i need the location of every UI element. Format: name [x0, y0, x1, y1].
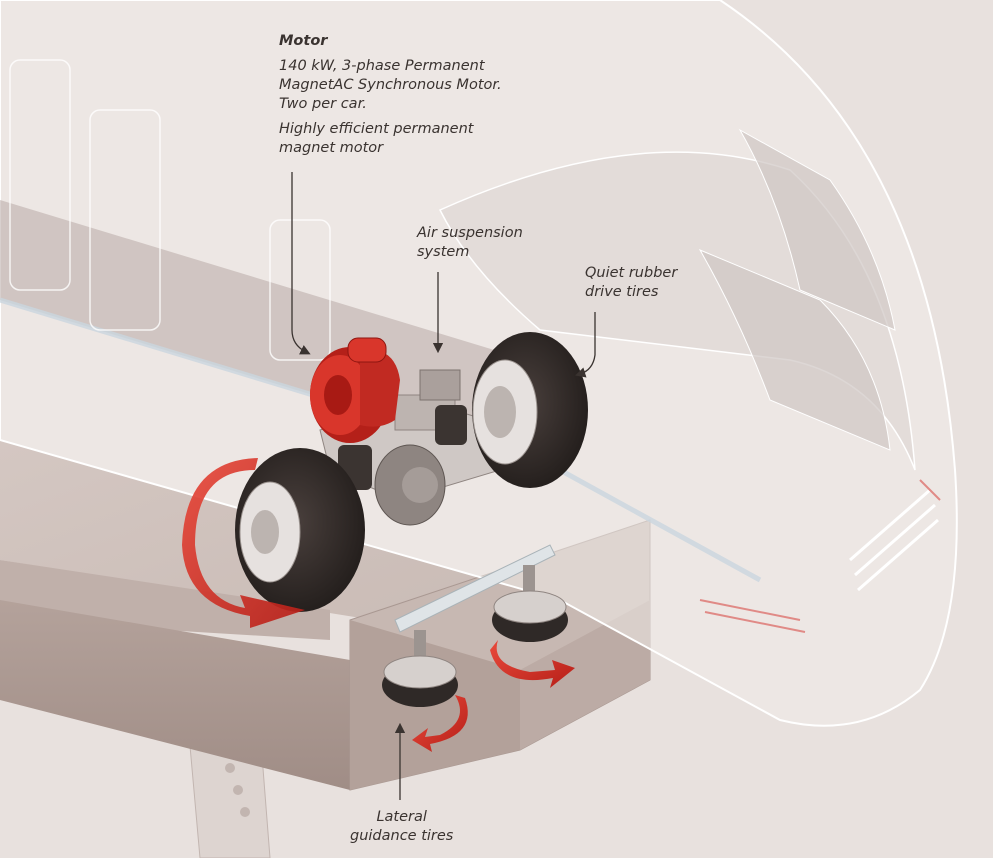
guidance-wheel-front: [382, 630, 458, 707]
motor-note-line: magnet motor: [279, 140, 384, 156]
guide-rail: [394, 544, 556, 633]
front-drive-tire: [235, 448, 365, 612]
drive-tires-line: Quiet rubber: [585, 265, 678, 281]
motor-callout: Motor 140 kW, 3-phase Permanent MagnetAC…: [279, 32, 502, 158]
rear-drive-tire: [472, 332, 588, 488]
air-suspension-line: system: [417, 244, 470, 260]
guidance-tires-line: Lateral: [376, 809, 427, 825]
guidance-tires-line: guidance tires: [350, 828, 454, 844]
guidance-wheel-rear: [492, 565, 568, 642]
drive-rotation-arrow: [182, 458, 305, 628]
guidance-tires-callout: Lateral guidance tires: [350, 808, 453, 846]
guidance-rotation-arrow: [412, 640, 575, 752]
train-body: [0, 0, 958, 727]
motor-spec-line: MagnetAC Synchronous Motor.: [279, 77, 502, 93]
motor-callout-title: Motor: [279, 33, 328, 49]
motor-spec-line: Two per car.: [279, 96, 367, 112]
gearbox: [374, 444, 446, 526]
drive-tires-line: drive tires: [585, 284, 659, 300]
air-suspension-callout: Air suspension system: [417, 224, 523, 262]
motor: [310, 337, 400, 443]
motor-spec-line: 140 kW, 3-phase Permanent: [279, 58, 485, 74]
air-suspension-line: Air suspension: [417, 225, 523, 241]
drive-tires-callout: Quiet rubber drive tires: [585, 264, 677, 302]
leader-lines: [291, 172, 596, 800]
shock-absorber: [338, 405, 467, 490]
motor-note-line: Highly efficient permanent: [279, 121, 474, 137]
